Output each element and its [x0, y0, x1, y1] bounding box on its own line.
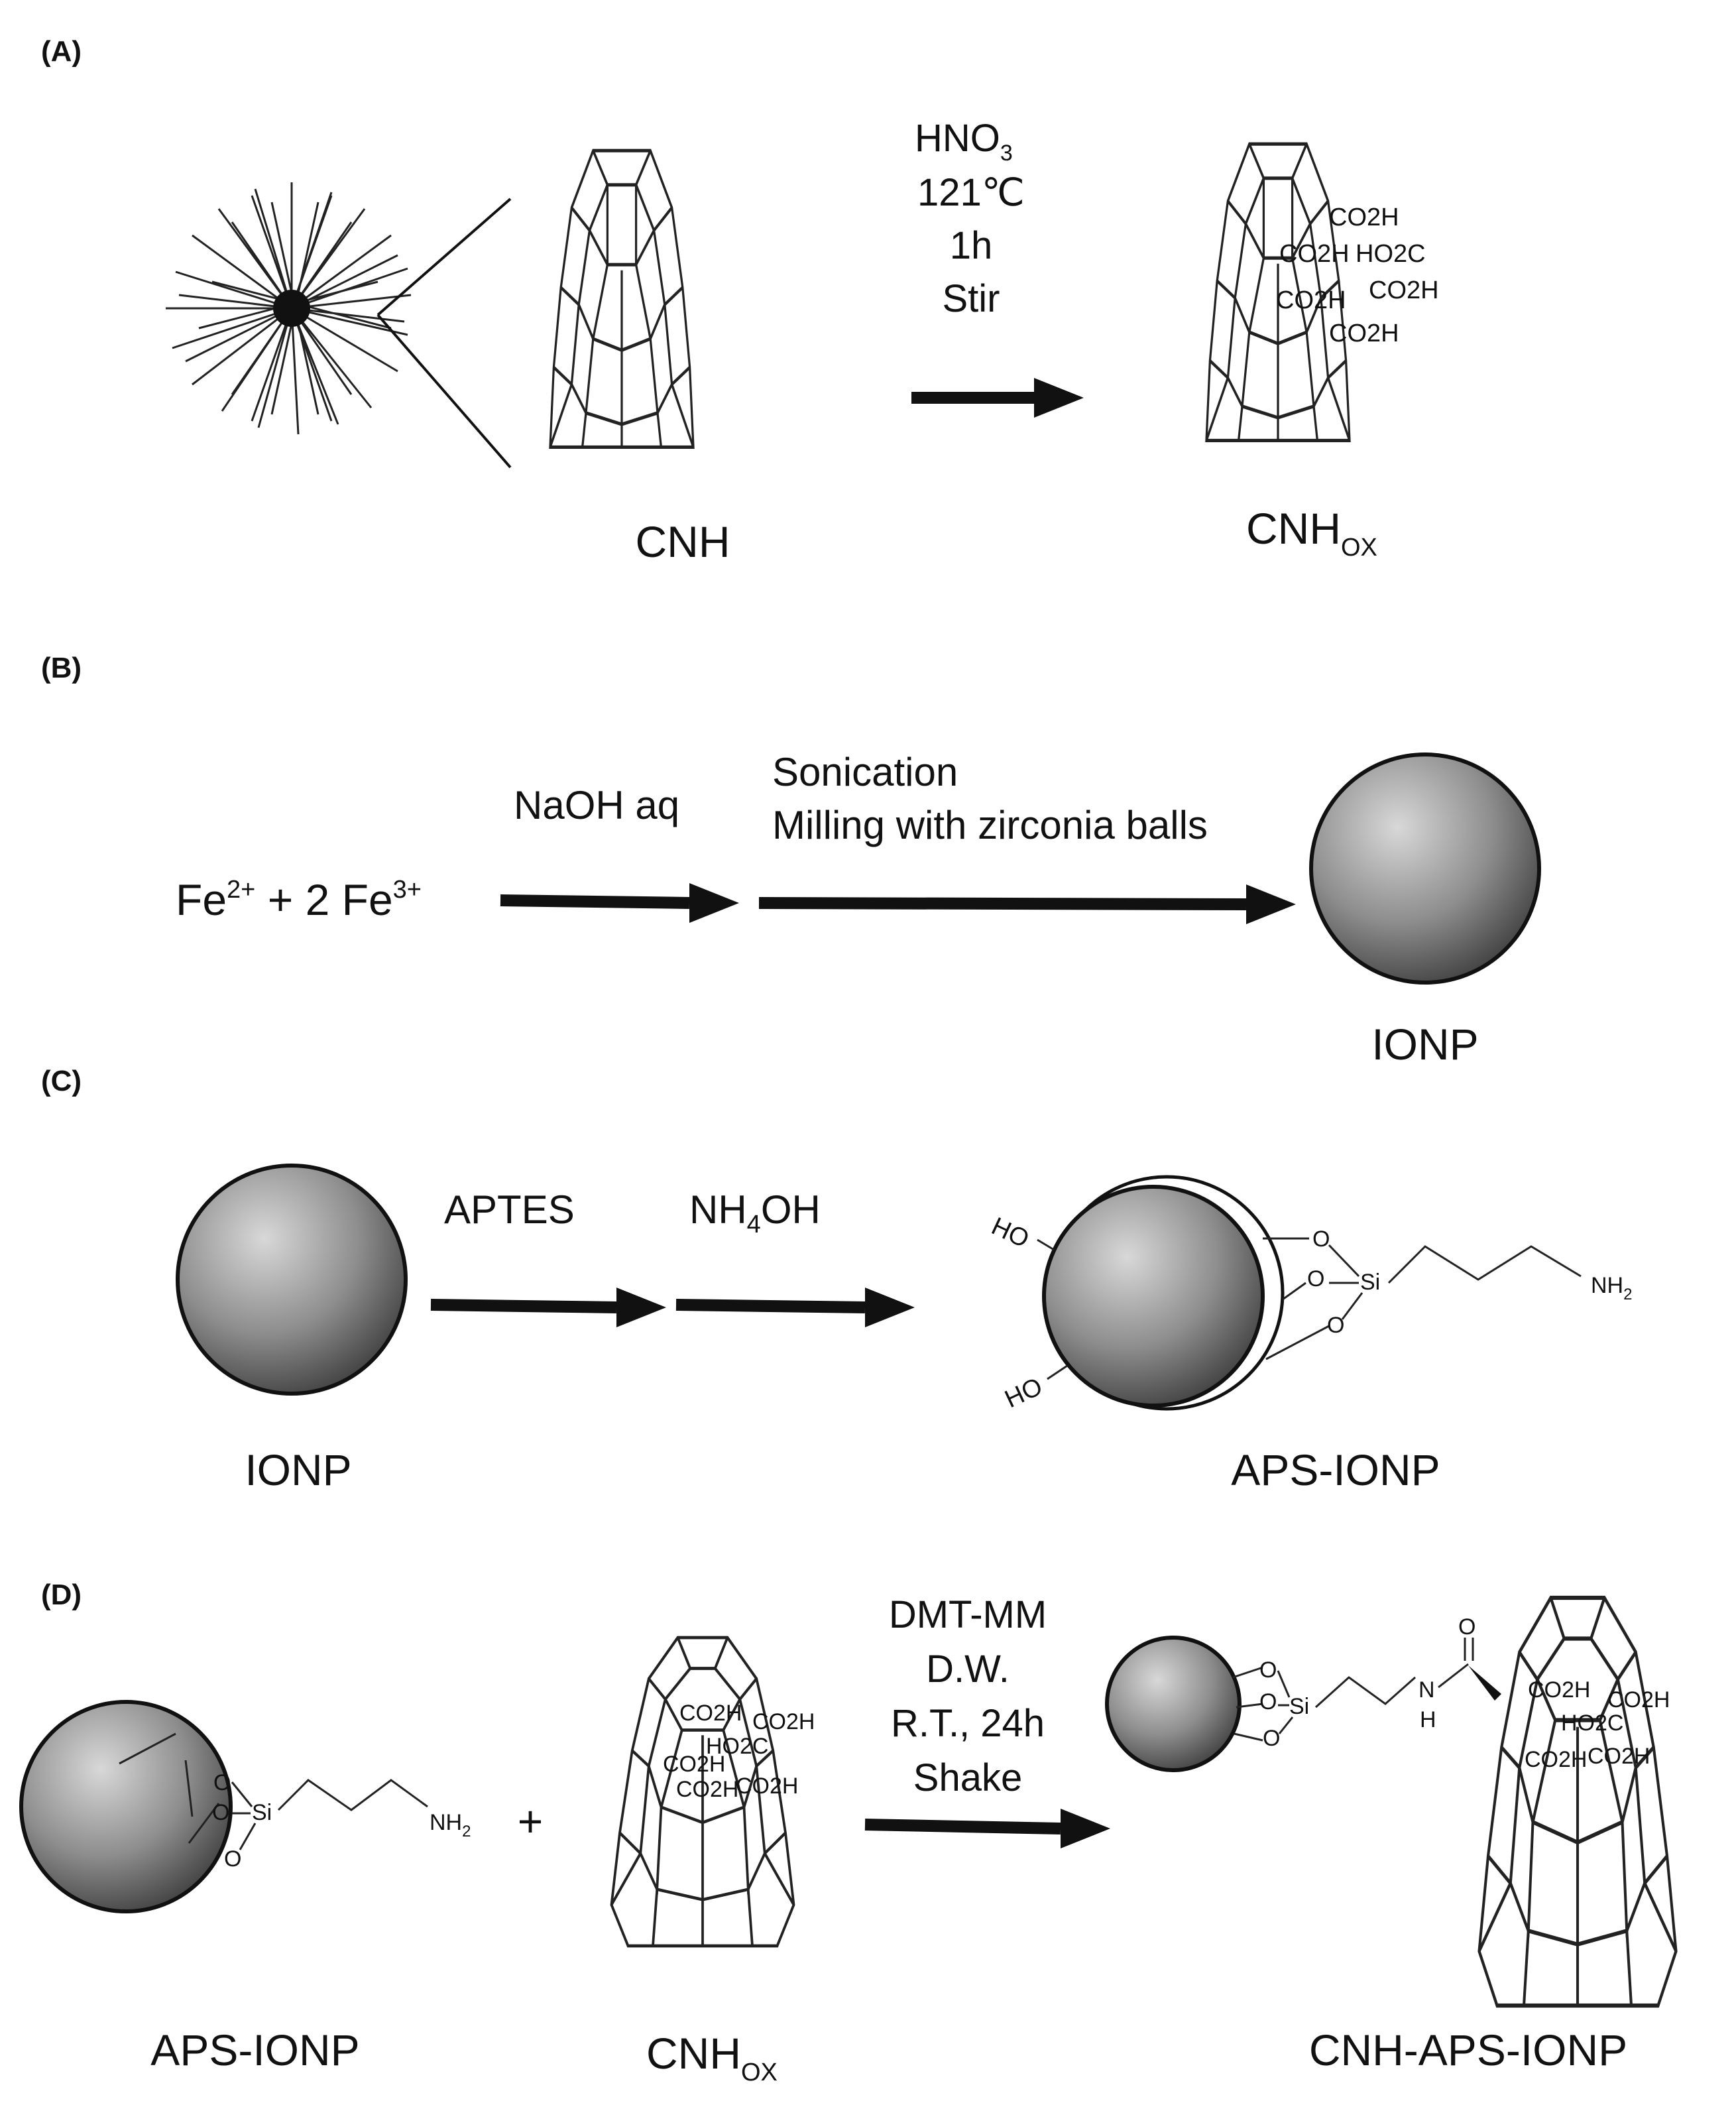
- panel-b-label: (B): [41, 652, 82, 684]
- ionp-label-b: IONP: [1371, 1020, 1478, 1069]
- group-d3: HO2C: [706, 1734, 768, 1759]
- arrow-a-head: [1034, 378, 1084, 418]
- cond-hno3: HNO: [915, 117, 1000, 160]
- siloxane-d-o3: O: [224, 1846, 241, 1872]
- siloxane-o3: O: [1327, 1313, 1344, 1338]
- cond-dw: D.W.: [926, 1648, 1010, 1691]
- cnh-aggregate: [166, 182, 412, 435]
- cnh-aps-ionp-product: O O O Si N H O CO2H CO2H HO2C CO2H CO2H: [1105, 1598, 1676, 2006]
- svg-text:HNO3: HNO3: [915, 117, 1013, 166]
- reagent-aptes: APTES: [444, 1187, 575, 1232]
- group-4: CO2H: [1276, 286, 1346, 314]
- group-d2: CO2H: [752, 1709, 815, 1734]
- cnhox-label-d: CNHOX: [646, 2029, 778, 2086]
- arrow-c2-head: [865, 1288, 915, 1327]
- product-group-4: CO2H: [1525, 1747, 1587, 1772]
- carboxyl-groups-d: CO2H CO2H HO2C CO2H CO2H CO2H: [663, 1701, 815, 1802]
- cond-stir: Stir: [943, 277, 1000, 320]
- product-sphere: [1105, 1636, 1242, 1772]
- product-silicon: Si: [1289, 1694, 1309, 1719]
- amide-h: H: [1420, 1707, 1436, 1732]
- iron-ions: Fe2+ + 2 Fe3+: [176, 875, 422, 924]
- arrow-d-head: [1061, 1809, 1110, 1848]
- group-d1: CO2H: [679, 1701, 742, 1726]
- cnhox-label: CNHOX: [1246, 504, 1377, 562]
- amide-n: N: [1418, 1677, 1435, 1703]
- aps-ionp-c: HO HO O O O Si NH2: [987, 1175, 1632, 1413]
- group-d4: CO2H: [663, 1752, 725, 1777]
- product-o3: O: [1263, 1726, 1280, 1751]
- group-5: CO2H: [1369, 276, 1439, 304]
- aps-sphere-c: [1042, 1185, 1265, 1408]
- conditions-d: DMT-MM D.W. R.T., 24h Shake: [889, 1593, 1047, 1799]
- arrow-b1: [500, 894, 690, 909]
- product-o2: O: [1259, 1689, 1277, 1714]
- cnh-label: CNH: [636, 517, 730, 566]
- carboxyl-groups-a: CO2H CO2H HO2C CO2H CO2H CO2H: [1276, 204, 1439, 347]
- ionp-label-c: IONP: [245, 1445, 351, 1494]
- siloxane-d-o1: O: [213, 1770, 231, 1795]
- group-2: CO2H: [1279, 240, 1350, 268]
- cnh-aps-ionp-label: CNH-APS-IONP: [1309, 2025, 1627, 2075]
- panel-c: (C) IONP APTES NH4OH HO HO O O O Si NH2 …: [41, 1065, 1632, 1494]
- cnh-horn: [550, 150, 693, 447]
- reagent-milling: Milling with zirconia balls: [772, 803, 1208, 847]
- group-3: HO2C: [1356, 240, 1426, 268]
- siloxane-o2: O: [1307, 1266, 1324, 1292]
- cond-rt: R.T., 24h: [891, 1702, 1045, 1745]
- aps-ionp-label-d: APS-IONP: [150, 2025, 359, 2075]
- siloxane-d-o2: O: [212, 1800, 229, 1825]
- arrow-b2: [758, 897, 1247, 910]
- panel-a-label: (A): [41, 35, 82, 68]
- arrow-c1-head: [616, 1288, 666, 1327]
- group-d6: CO2H: [736, 1774, 798, 1799]
- amine-group: NH2: [1591, 1273, 1632, 1303]
- ionp-sphere-b: [1309, 752, 1541, 985]
- panel-c-label: (C): [41, 1065, 82, 1097]
- hydroxyl-top: HO: [987, 1213, 1033, 1254]
- silicon-atom-d: Si: [252, 1800, 272, 1825]
- arrow-c2: [675, 1299, 866, 1313]
- group-6: CO2H: [1329, 320, 1399, 347]
- arrow-d: [864, 1819, 1061, 1834]
- aps-ionp-d: O O O Si NH2: [19, 1700, 471, 1913]
- zoom-lines: [376, 198, 512, 469]
- plus-sign: +: [518, 1797, 544, 1846]
- hydroxyl-bottom: HO: [1001, 1372, 1047, 1413]
- arrow-c1: [430, 1299, 617, 1313]
- amide-o: O: [1458, 1614, 1476, 1640]
- panel-d-label: (D): [41, 1579, 82, 1611]
- product-group-3: HO2C: [1561, 1711, 1623, 1736]
- group-d5: CO2H: [676, 1777, 738, 1802]
- group-1: CO2H: [1329, 204, 1399, 231]
- conditions-a: HNO3 121℃ 1h Stir: [915, 117, 1025, 320]
- panel-a: (A) CNH HNO3 121℃ 1h Stir CO2H CO2H: [41, 35, 1439, 566]
- reagent-nh4oh: NH4OH: [689, 1187, 821, 1238]
- product-group-2: CO2H: [1607, 1687, 1670, 1713]
- product-o1: O: [1259, 1657, 1277, 1683]
- reagent-sonication: Sonication: [772, 750, 958, 794]
- aps-sphere-d: [19, 1700, 233, 1913]
- arrow-b1-head: [689, 883, 739, 923]
- cond-time: 1h: [950, 224, 993, 267]
- ionp-sphere-c: [176, 1164, 408, 1396]
- amine-group-d: NH2: [430, 1810, 471, 1840]
- reagent-naoh: NaOH aq: [514, 783, 679, 827]
- aps-ionp-label-c: APS-IONP: [1231, 1445, 1440, 1494]
- panel-b: (B) Fe2+ + 2 Fe3+ NaOH aq Sonication Mil…: [41, 652, 1541, 1069]
- cond-hno3-sub: 3: [1000, 141, 1013, 166]
- arrow-b2-head: [1246, 884, 1296, 924]
- product-group-5: CO2H: [1588, 1744, 1650, 1769]
- cond-temperature: 121℃: [917, 171, 1025, 214]
- product-group-1: CO2H: [1528, 1677, 1590, 1703]
- cond-dmt-mm: DMT-MM: [889, 1593, 1047, 1636]
- panel-d: (D) O O O Si NH2 APS-IONP + CO2H CO2H HO…: [19, 1579, 1676, 2086]
- siloxane-o1: O: [1312, 1227, 1330, 1252]
- silicon-atom: Si: [1360, 1270, 1380, 1295]
- cond-shake: Shake: [913, 1756, 1022, 1799]
